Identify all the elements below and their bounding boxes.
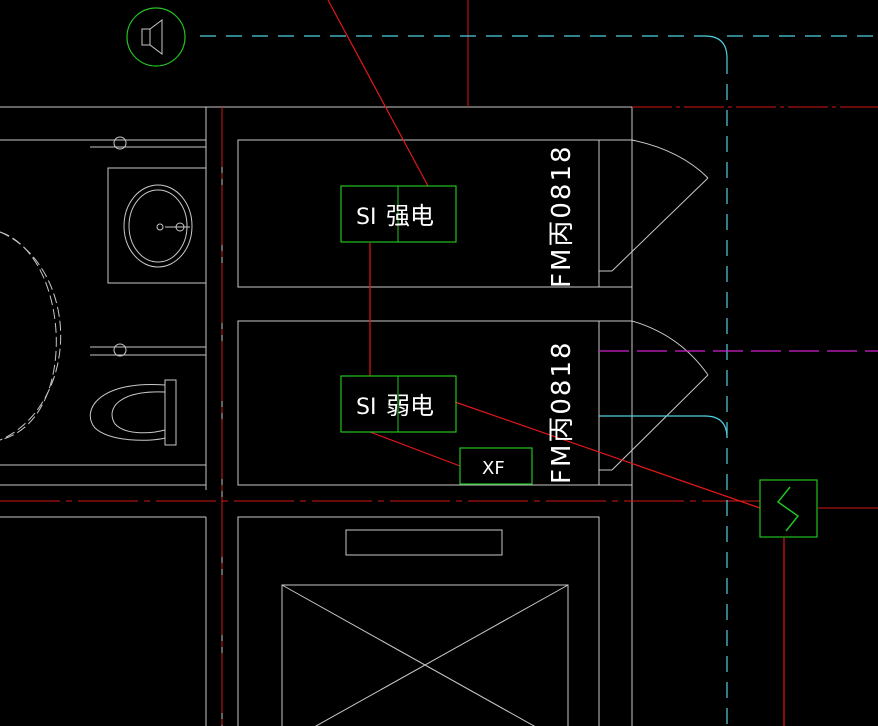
- elevator-shaft: [237, 516, 600, 726]
- weak-box-code: SI: [356, 395, 376, 420]
- lower-door-swing: [631, 320, 709, 376]
- weak-electric-shaft: [237, 320, 600, 486]
- upper-door-label: FM丙0818: [547, 144, 577, 288]
- walls: [0, 0, 709, 726]
- fire-box-label: XF: [482, 458, 505, 479]
- strong-box-code: SI: [356, 205, 376, 230]
- elevator-car: [281, 584, 569, 726]
- lower-door-label: FM丙0818: [547, 340, 577, 484]
- weak-box-label: 弱电: [386, 392, 434, 420]
- strong-electric-box[interactable]: SI 强电: [340, 185, 457, 243]
- washbasin-counter: [107, 167, 207, 284]
- zigzag-junction-icon: [759, 479, 818, 538]
- weak-electric-box[interactable]: SI 弱电: [340, 375, 457, 433]
- speaker-icon: [126, 7, 186, 67]
- cyan-pipe: [200, 35, 878, 726]
- strong-electric-shaft: [237, 139, 600, 288]
- toilet-tank: [164, 379, 177, 446]
- elevator-sill: [345, 529, 503, 556]
- upper-door-swing: [631, 139, 709, 179]
- speaker-symbol[interactable]: [126, 7, 186, 67]
- strong-box-label: 强电: [386, 202, 434, 230]
- wiring: [327, 0, 785, 726]
- toilet-bowl: [89, 383, 166, 441]
- fire-box[interactable]: XF: [459, 447, 533, 485]
- junction-symbol[interactable]: [759, 479, 818, 538]
- washbasin: [123, 184, 193, 268]
